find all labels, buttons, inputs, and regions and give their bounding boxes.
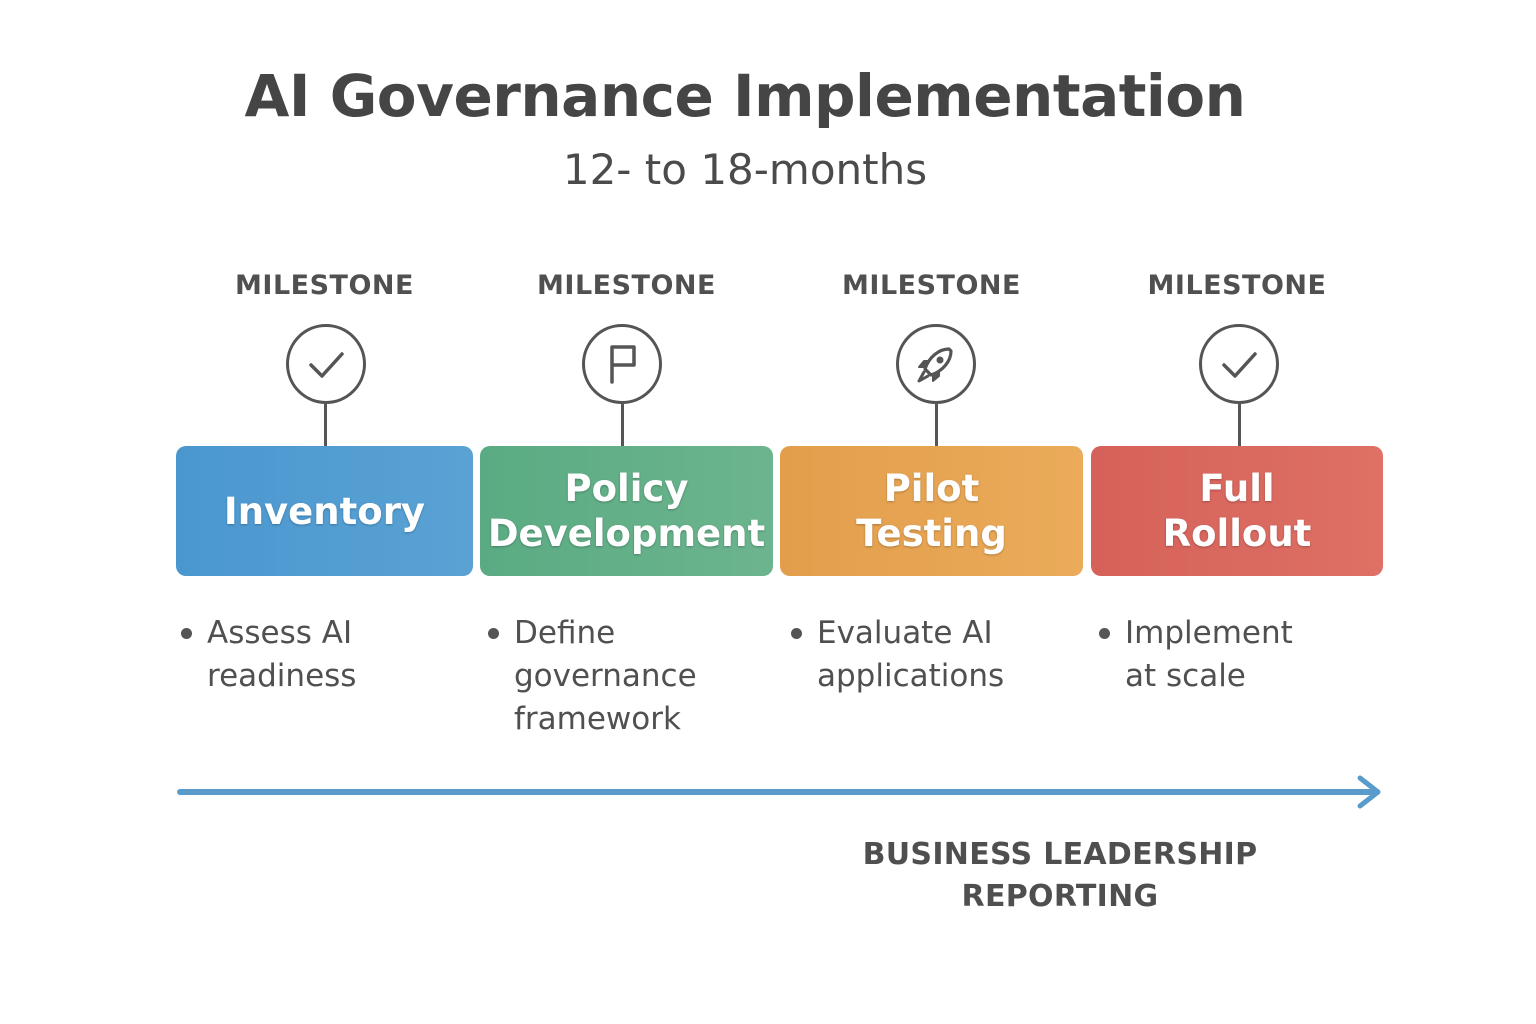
milestone-label: MILESTONE	[235, 270, 414, 301]
check-icon	[1199, 324, 1279, 404]
bullet-dot	[488, 628, 499, 639]
rocket-icon	[896, 324, 976, 404]
phase-bullet: Assess AI readiness	[181, 612, 497, 698]
bullet-dot	[181, 628, 192, 639]
timeline-arrow	[177, 775, 1381, 809]
phase-policy-development: MILESTONE Policy Development Define gove…	[480, 0, 773, 1024]
bullet-dot	[791, 628, 802, 639]
phase-name: Policy Development	[487, 467, 766, 555]
phase-inventory: MILESTONE Inventory Assess AI readiness	[176, 0, 473, 1024]
phase-name: Inventory	[223, 489, 426, 533]
phase-bullet: Define governance framework	[488, 612, 799, 741]
milestone-connector	[324, 404, 327, 448]
phase-full-rollout: MILESTONE Full Rollout Implement at scal…	[1091, 0, 1383, 1024]
milestone-connector	[935, 404, 938, 448]
milestone-connector	[1238, 404, 1241, 448]
milestone-label: MILESTONE	[842, 270, 1021, 301]
phase-name: Pilot Testing	[856, 467, 1007, 555]
check-icon	[286, 324, 366, 404]
phase-name: Full Rollout	[1162, 467, 1312, 555]
milestone-connector	[621, 404, 624, 448]
phase-box-inventory: Inventory	[176, 446, 473, 576]
flag-icon	[582, 324, 662, 404]
phase-bullet: Implement at scale	[1099, 612, 1409, 698]
footer-label: BUSINESS LEADERSHIP REPORTING	[862, 837, 1258, 914]
phase-box-pilot-testing: Pilot Testing	[780, 446, 1083, 576]
page-title: AI Governance Implementation	[244, 62, 1246, 130]
phase-pilot-testing: MILESTONE Pilot Testing Evaluate AI appl…	[780, 0, 1083, 1024]
phase-bullet: Evaluate AI applications	[791, 612, 1109, 698]
milestone-label: MILESTONE	[1147, 270, 1327, 301]
bullet-dot	[1099, 628, 1110, 639]
page-subtitle: 12- to 18-months	[562, 145, 928, 194]
phase-box-full-rollout: Full Rollout	[1091, 446, 1383, 576]
phase-box-policy-development: Policy Development	[480, 446, 773, 576]
milestone-label: MILESTONE	[537, 270, 716, 301]
